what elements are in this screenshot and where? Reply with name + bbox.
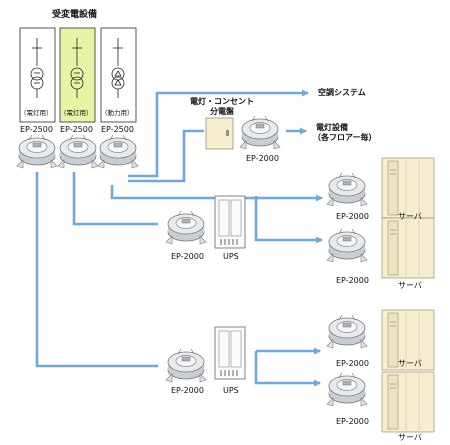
server-label: サーバ [398,281,422,290]
device-label: EP-2500 [101,125,134,134]
distribution-board-title: 電灯・コンセント [190,97,254,106]
server-label: サーバ [398,433,422,442]
device-label: EP-2500 [60,125,93,134]
ups-label: UPS [223,386,239,395]
device-label: EP-2000 [336,276,369,285]
ups-cabinet-icon [214,195,246,249]
power-monitor-icon [326,172,368,207]
panel-label: （電灯用） [20,109,53,117]
receiving-panels [19,27,137,123]
air-conditioning-label: 空調システム [318,88,366,97]
server-rack-icon [381,157,435,219]
power-monitor-icon [16,134,58,169]
server-label: サーバ [398,212,422,221]
ups-cabinet-icon [214,326,246,380]
connection-lines [35,89,323,387]
server-label: サーバ [398,359,422,368]
diagram-title: 受変電設備 [52,10,98,20]
server-rack-icon [381,371,435,433]
power-monitor-icon [165,210,207,245]
power-monitor-icon [165,348,207,383]
device-label: EP-2000 [171,252,204,261]
device-label: EP-2000 [336,212,369,221]
device-label: EP-2000 [246,154,279,163]
device-label: EP-2000 [336,417,369,426]
device-label: EP-2000 [171,386,204,395]
power-monitor-icon [57,134,99,169]
panel-label: （動力用） [101,109,134,117]
distribution-board-icon [205,117,234,150]
power-monitor-icon [326,228,368,263]
distribution-board-subtitle: 分電盤 [210,107,234,116]
lighting-sublabel: （各フロアー毎） [313,133,377,142]
power-monitor-icon [97,134,139,169]
device-label: EP-2000 [336,359,369,368]
ups-label: UPS [223,252,239,261]
power-monitor-icon [326,372,368,407]
power-monitor-icon [239,115,281,150]
device-label: EP-2500 [20,125,53,134]
server-rack-icon [381,217,435,279]
power-monitor-icon [326,314,368,349]
lighting-label: 電灯設備 [316,123,348,132]
panel-label: （電灯用） [60,109,93,117]
